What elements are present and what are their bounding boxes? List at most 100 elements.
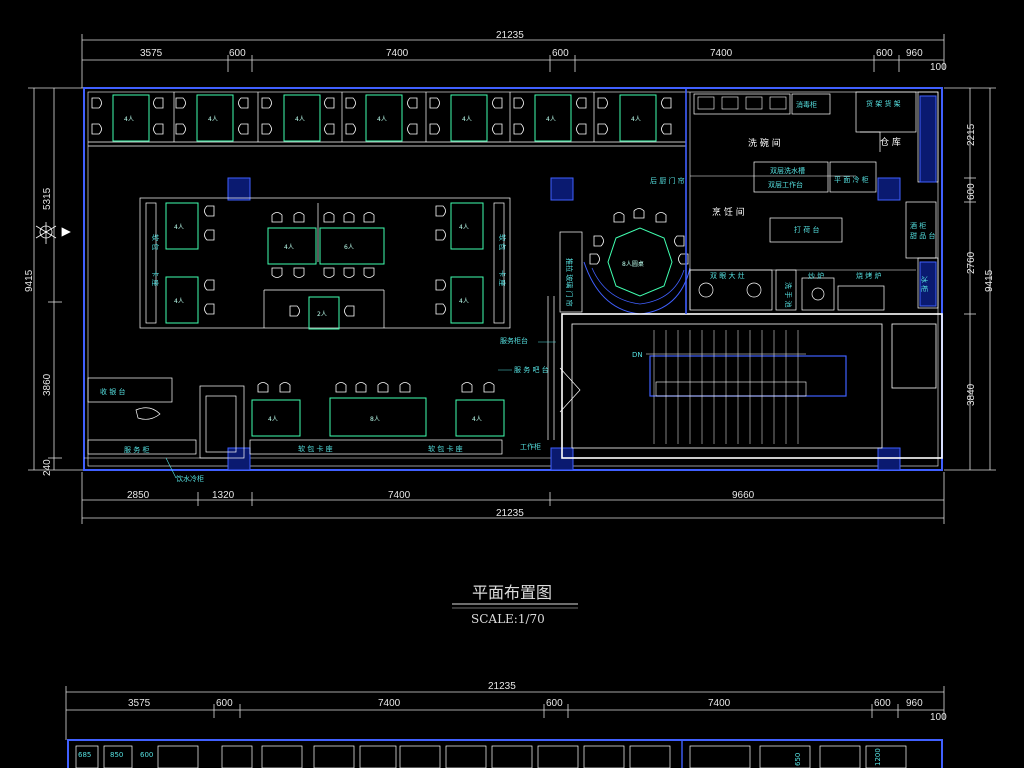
central-chairs	[204, 205, 446, 317]
dim2-top-right: 100	[930, 712, 947, 723]
dim-left-2: 3860	[42, 373, 53, 396]
label-side-left-2: 卡 座	[151, 270, 160, 286]
label-beverage: 收 银 台	[100, 387, 125, 396]
label-double-sink: 双层洗水槽	[770, 166, 805, 175]
dim2-top-1: 3575	[128, 698, 151, 709]
dim-right-4: 3840	[966, 383, 977, 406]
booth-seat-7: 4人	[631, 116, 641, 123]
dim-bottom-4: 9660	[732, 490, 755, 501]
bottom-dimensions	[81, 472, 945, 524]
stair-treads	[653, 330, 799, 444]
dim-bottom-2: 1320	[212, 490, 235, 501]
left-dimensions	[28, 87, 84, 471]
left-counters	[87, 377, 245, 459]
label-cook-stove: 烧 烤 炉	[856, 271, 881, 280]
bottom-tables	[251, 397, 505, 437]
mid-seat-4: 6人	[344, 244, 354, 251]
partition-walls	[547, 231, 583, 440]
mid-seat-2: 4人	[174, 298, 184, 305]
dim-bottom-1: 2850	[127, 490, 150, 501]
booth-seat-3: 4人	[295, 116, 305, 123]
label-sofa-counter: 服 务 吧 台	[514, 365, 549, 374]
dim-top-4: 600	[552, 48, 569, 59]
dim-top-7: 960	[906, 48, 923, 59]
label-fridge: 冰 柜	[920, 276, 929, 292]
dim2-top-total: 21235	[488, 681, 516, 692]
mid-seat-3: 4人	[284, 244, 294, 251]
label-sofa-seat-2: 软 包 卡 座	[428, 444, 463, 453]
dim2-top-2: 600	[216, 698, 233, 709]
dim2-misc-2: 1200	[874, 748, 882, 766]
dim-right-3: 2760	[966, 251, 977, 274]
label-side-left-1: 软 包	[151, 234, 160, 250]
dim-top-5: 7400	[710, 48, 733, 59]
central-island	[139, 197, 511, 329]
room-storage: 仓 库	[880, 136, 901, 148]
bottom-seat-1: 4人	[268, 416, 278, 423]
label-back-door: 后 厨 门 帘	[650, 176, 685, 185]
top-booth-row	[88, 92, 686, 147]
label-work-counter: 工作柜	[520, 442, 541, 451]
top-booth-tables	[112, 94, 657, 142]
structural-columns	[227, 177, 901, 471]
dim2-sub-1: 685	[78, 751, 91, 759]
booth-seat-6: 4人	[546, 116, 556, 123]
round-table-chairs	[589, 208, 689, 265]
mid-seat-5: 4人	[459, 224, 469, 231]
label-double-workbench: 双层工作台	[768, 180, 803, 189]
right-dimensions	[944, 87, 996, 471]
booth-seat-4: 4人	[377, 116, 387, 123]
label-counter-left: 服 务 柜	[124, 445, 149, 454]
dim2-top-6: 600	[874, 698, 891, 709]
dim-top-1: 3575	[140, 48, 163, 59]
dim2-top-3: 7400	[378, 698, 401, 709]
dim-top-total: 21235	[496, 30, 524, 41]
dim2-top-5: 7400	[708, 698, 731, 709]
dim2-sub-3: 600	[140, 751, 153, 759]
dim-left-1: 5315	[42, 187, 53, 210]
dim2-top-4: 600	[546, 698, 563, 709]
label-sofa-seat-1: 软 包 卡 座	[298, 444, 333, 453]
kitchen-walls	[685, 88, 939, 314]
dim-right-1: 2215	[966, 123, 977, 146]
dim2-misc-1: 650	[794, 753, 802, 766]
dim-top-6: 600	[876, 48, 893, 59]
bottom-sofa-row	[249, 439, 503, 455]
label-snack-counter: 服务柜台	[500, 336, 528, 345]
drawing-scale: SCALE:1/70	[471, 612, 545, 626]
mid-seat-1: 4人	[174, 224, 184, 231]
dim2-top-7: 960	[906, 698, 923, 709]
second-drawing-dimensions	[65, 686, 945, 740]
dim2-sub-2: 850	[110, 751, 123, 759]
kitchen-blue-fixtures	[919, 95, 937, 307]
label-side-right-1: 软 包	[498, 234, 507, 250]
label-disinfect: 消毒柜	[796, 100, 817, 109]
room-cooking: 烹 饪 间	[712, 206, 745, 218]
drawing-title: 平面布置图	[472, 583, 552, 602]
booth-seat-1: 4人	[124, 116, 134, 123]
label-dessert: 甜 品 台	[910, 231, 935, 240]
dim-right-2: 600	[966, 183, 977, 200]
dim-left-3: 240	[42, 459, 53, 476]
label-wine: 酒 柜	[910, 221, 926, 230]
label-window-screen: 推拉 玻璃 门 帘	[565, 258, 574, 307]
label-flat-freezer: 平 面 冷 柜	[834, 175, 869, 184]
kitchen-equipment	[689, 93, 937, 311]
bottom-seat-3: 4人	[472, 416, 482, 423]
dim-top-right: 100	[930, 62, 947, 73]
label-water-cooler: 饮水冷柜	[176, 474, 204, 483]
label-stove-fire: 双 眼 大 灶	[710, 271, 745, 280]
second-drawing-walls	[67, 739, 943, 768]
label-hand-basin: 洗 手 池	[784, 282, 793, 307]
mid-seat-6: 4人	[459, 298, 469, 305]
bottom-chairs	[257, 382, 495, 393]
label-storage-rack: 货 架 货 架	[866, 99, 901, 108]
kitchen-sinks	[697, 96, 787, 110]
booth-seat-5: 4人	[462, 116, 472, 123]
mid-seat-7: 2人	[317, 311, 327, 318]
plant-symbol	[35, 222, 71, 244]
room-wash: 洗 碗 间	[748, 137, 781, 149]
dim-right-total: 9415	[984, 269, 995, 292]
label-dn: DN	[632, 351, 643, 359]
